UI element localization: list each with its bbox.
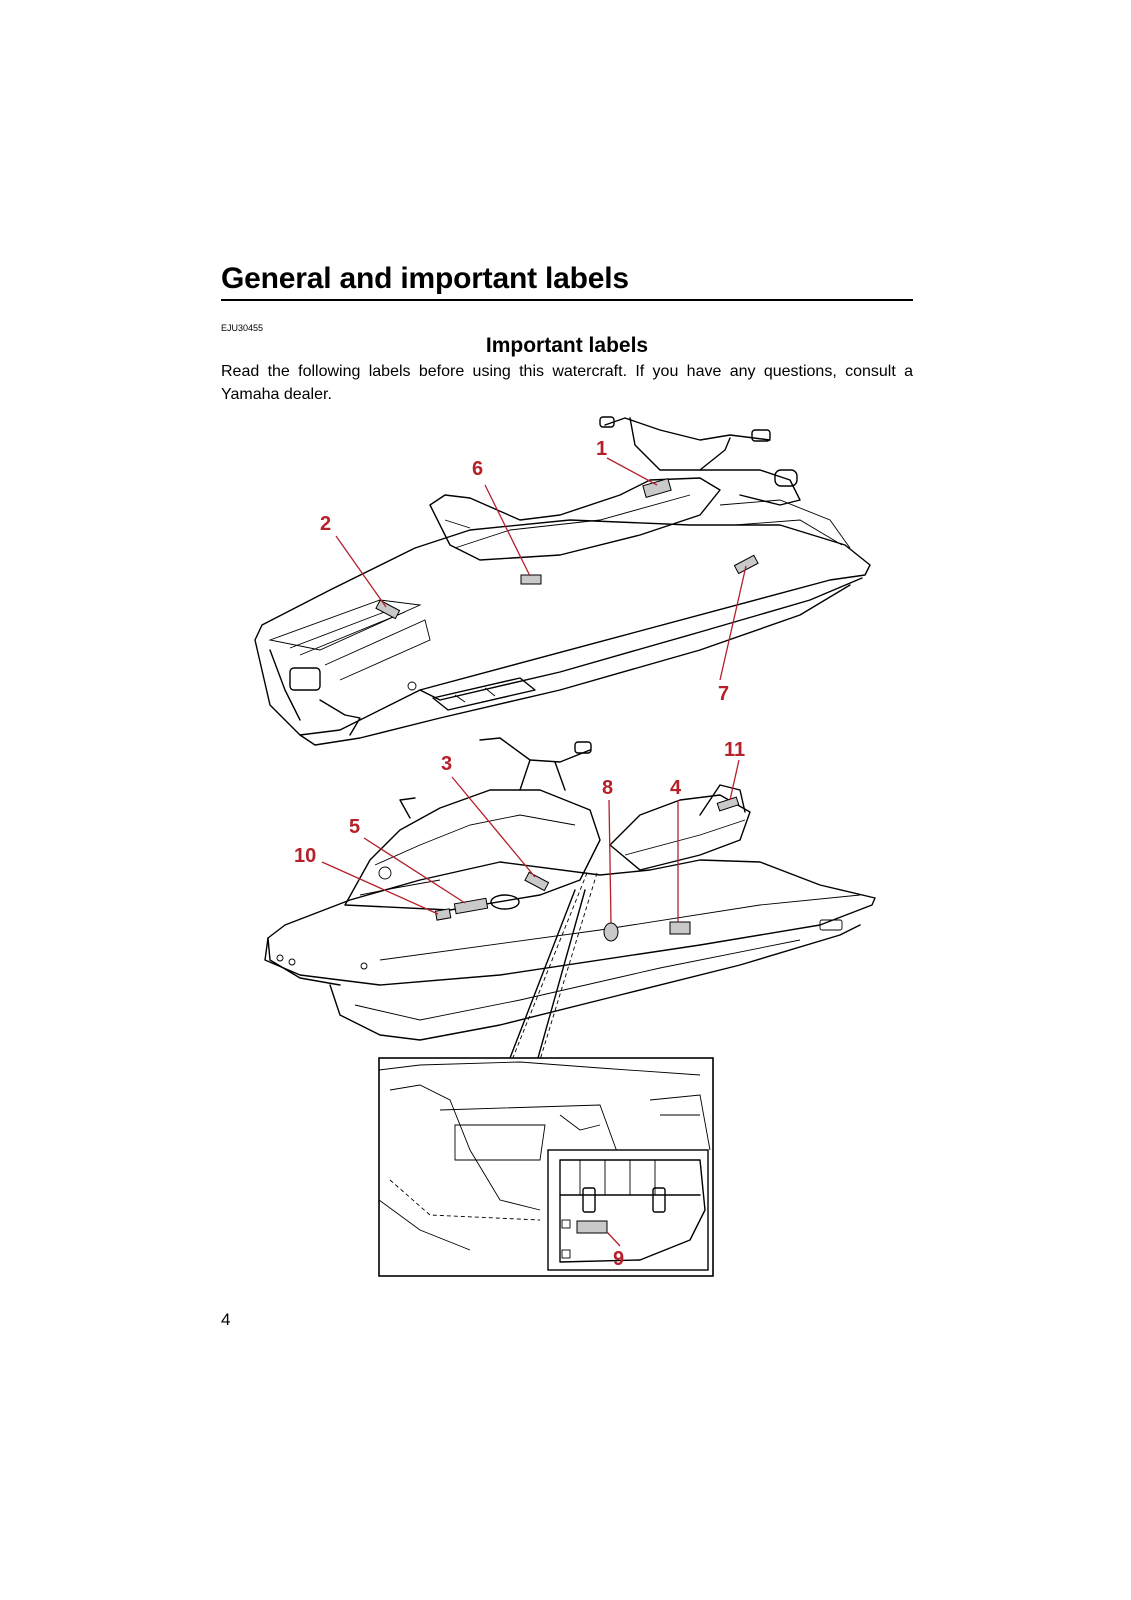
- upper-watercraft-drawing: [254, 416, 871, 746]
- callout-3: 3: [441, 753, 452, 775]
- callout-9: 9: [613, 1248, 624, 1270]
- callout-1: 1: [596, 438, 607, 460]
- lower-watercraft-drawing: [264, 737, 876, 1061]
- callout-11: 11: [724, 739, 745, 761]
- callout-7: 7: [718, 683, 729, 705]
- chapter-title: General and important labels: [221, 262, 629, 295]
- section-title: Important labels: [485, 334, 649, 357]
- page-number: 4: [221, 1310, 231, 1329]
- engine-compartment-inset: [378, 1057, 714, 1277]
- callout-2: 2: [320, 513, 331, 535]
- document-code: EJU30455: [221, 323, 264, 333]
- callout-4: 4: [670, 777, 682, 799]
- callout-8: 8: [602, 777, 613, 799]
- callout-10: 10: [294, 845, 316, 867]
- callout-5: 5: [349, 816, 360, 838]
- callout-numbers: 1 6 2 7 3 11 8 4 5 10 9: [294, 438, 745, 1270]
- callout-6: 6: [472, 458, 483, 480]
- leader-lines: [321, 457, 747, 1247]
- chapter-rule: [221, 299, 913, 301]
- intro-text: Read the following labels before using t…: [221, 363, 913, 403]
